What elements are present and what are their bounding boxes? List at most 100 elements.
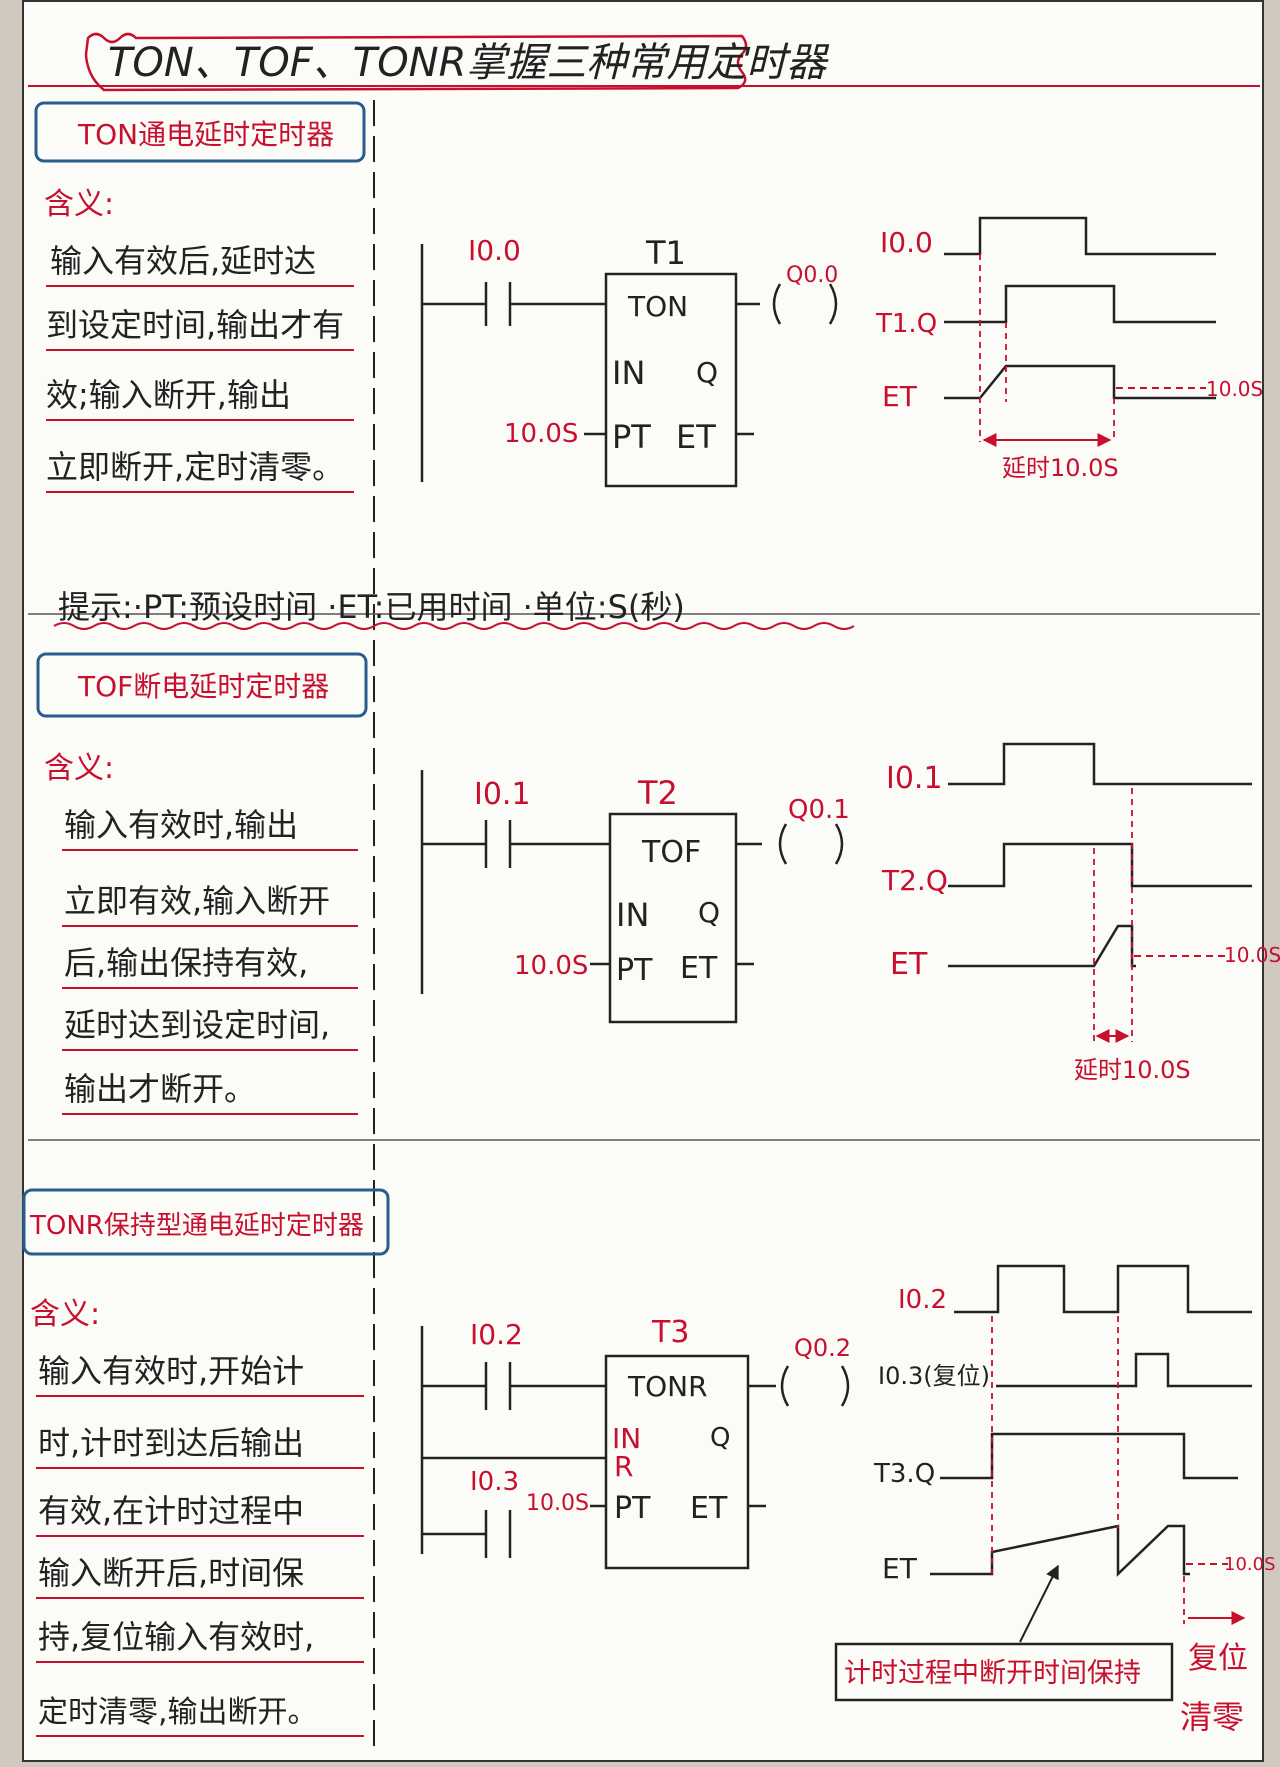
ton-pt-value: 10.0S	[504, 419, 578, 449]
waveform-in	[948, 742, 1252, 786]
tonr-sig-q: T3.Q	[873, 1459, 935, 1489]
coil-symbol	[780, 1365, 790, 1407]
notebook-sheet: TON、TOF、TONR掌握三种常用定时器 TON通电延时定时器 含义: 输入有…	[22, 0, 1280, 1762]
tonr-reset-note-2: 清零	[1180, 1698, 1244, 1736]
tonr-box-type: TONR	[627, 1370, 708, 1403]
tonr-coil-label: Q0.2	[794, 1334, 851, 1362]
coil-symbol	[840, 1365, 850, 1407]
tonr-reset-note-1: 复位	[1188, 1641, 1248, 1676]
tof-pt-value: 10.0S	[514, 951, 588, 981]
ton-pin-et: ET	[676, 418, 716, 456]
tonr-heading: TONR保持型通电延时定时器	[29, 1211, 364, 1241]
hint-underline	[53, 622, 855, 630]
tof-sig-in: I0.1	[886, 761, 943, 796]
ton-heading: TON通电延时定时器	[77, 118, 334, 151]
tonr-meaning-line: 时,计时到达后输出	[38, 1424, 304, 1462]
tonr-hold-note: 计时过程中断开时间保持	[844, 1658, 1141, 1689]
coil-symbol	[828, 283, 838, 325]
ton-meaning-line: 效;输入断开,输出	[46, 376, 291, 414]
tof-sig-q: T2.Q	[881, 864, 948, 897]
ton-meaning-line: 立即断开,定时清零。	[46, 448, 344, 486]
tonr-heading-box	[22, 1188, 390, 1256]
ton-pin-in: IN	[612, 354, 645, 392]
ton-pin-q: Q	[696, 356, 718, 389]
tonr-pin-q: Q	[710, 1423, 730, 1453]
tonr-timer-box	[604, 1354, 750, 1570]
tonr-pin-r: R	[614, 1450, 633, 1483]
tonr-pin-in: IN	[612, 1422, 641, 1455]
tof-timer-box	[608, 812, 738, 1024]
ton-pin-pt: PT	[612, 418, 651, 456]
tof-pin-in: IN	[616, 896, 649, 934]
hold-pointer-arrow	[1019, 1564, 1059, 1643]
tof-meaning-line: 延时达到设定时间,	[64, 1006, 330, 1044]
tof-contact-label: I0.1	[474, 777, 531, 812]
hint-text: 提示:·PT:预设时间 ·ET:已用时间 ·单位:S(秒)	[58, 588, 685, 626]
waveform-reset	[996, 1352, 1252, 1388]
tof-et-ref: 10.0S	[1224, 943, 1280, 967]
waveform-et	[944, 364, 1216, 400]
ton-contact-label: I0.0	[468, 234, 521, 267]
tof-box-type: TOF	[641, 835, 701, 870]
hold-note-box	[834, 1642, 1174, 1702]
tof-section: TOF断电延时定时器 含义: 输入有效时,输出 立即有效,输入断开 后,输出保持…	[36, 652, 1280, 1115]
tof-meaning-line: 后,输出保持有效,	[64, 944, 308, 982]
waveform-q	[944, 284, 1216, 324]
ton-meaning-line: 到设定时间,输出才有	[46, 306, 344, 344]
tonr-sig-et: ET	[882, 1552, 918, 1585]
ton-section: TON通电延时定时器 含义: 输入有效后,延时达 到设定时间,输出才有 效;输入…	[34, 101, 1263, 493]
tonr-sig-reset: I0.3(复位)	[878, 1362, 990, 1390]
tof-heading-box	[36, 652, 368, 718]
tof-coil-label: Q0.1	[788, 795, 850, 825]
page-title: TON、TOF、TONR掌握三种常用定时器	[108, 40, 829, 86]
tonr-contact-in-label: I0.2	[470, 1318, 523, 1351]
tonr-meaning-line: 输入断开后,时间保	[38, 1554, 304, 1592]
ton-coil-label: Q0.0	[786, 263, 838, 288]
tonr-meaning-line: 输入有效时,开始计	[38, 1352, 304, 1390]
tonr-pt-value: 10.0S	[526, 1491, 589, 1516]
coil-symbol	[778, 823, 788, 865]
waveform-in	[944, 216, 1216, 256]
coil-symbol	[772, 283, 782, 325]
waveform-q	[948, 842, 1252, 888]
timer-diagram: TON、TOF、TONR掌握三种常用定时器 TON通电延时定时器 含义: 输入有…	[22, 32, 1280, 1747]
tof-delay-label: 延时10.0S	[1074, 1056, 1191, 1084]
waveform-et	[930, 1524, 1190, 1577]
ton-sig-et: ET	[882, 380, 918, 413]
waveform-q	[940, 1432, 1238, 1480]
ton-meaning-label: 含义:	[44, 187, 114, 222]
waveform-et	[948, 924, 1136, 968]
title-banner: TON、TOF、TONR掌握三种常用定时器	[84, 32, 829, 92]
tonr-meaning-line: 持,复位输入有效时,	[38, 1618, 314, 1656]
ton-heading-box	[34, 101, 366, 163]
tonr-pin-et: ET	[690, 1491, 728, 1526]
tof-heading: TOF断电延时定时器	[77, 670, 329, 703]
tof-meaning-line: 立即有效,输入断开	[64, 882, 330, 920]
tonr-meaning-line: 有效,在计时过程中	[38, 1492, 304, 1530]
tof-pin-q: Q	[698, 896, 720, 929]
ton-box-type: TON	[627, 290, 688, 323]
ton-sig-q: T1.Q	[875, 309, 937, 339]
ton-timer-name: T1	[645, 234, 686, 272]
tof-pin-pt: PT	[616, 953, 653, 988]
tonr-contact-reset-label: I0.3	[470, 1467, 519, 1497]
coil-symbol	[834, 823, 844, 865]
tonr-section: TONR保持型通电延时定时器 含义: 输入有效时,开始计 时,计时到达后输出 有…	[22, 1188, 1276, 1737]
tonr-et-ref: 10.0S	[1224, 1554, 1276, 1575]
hint-row: 提示:·PT:预设时间 ·ET:已用时间 ·单位:S(秒)	[53, 588, 855, 630]
tof-sig-et: ET	[890, 947, 928, 982]
tof-timer-name: T2	[637, 774, 678, 812]
tonr-sig-in: I0.2	[898, 1285, 947, 1315]
tof-meaning-label: 含义:	[44, 751, 114, 786]
ton-timer-box	[604, 272, 738, 488]
tof-pin-et: ET	[680, 951, 718, 986]
tof-meaning-line: 输入有效时,输出	[64, 806, 298, 844]
tonr-timer-name: T3	[651, 1315, 689, 1350]
tonr-meaning-line: 定时清零,输出断开。	[38, 1695, 318, 1730]
ton-sig-in: I0.0	[880, 226, 933, 259]
ton-et-ref: 10.0S	[1206, 377, 1263, 401]
tonr-pin-pt: PT	[614, 1491, 651, 1526]
tonr-meaning-label: 含义:	[30, 1297, 100, 1332]
waveform-in	[954, 1264, 1252, 1314]
tof-meaning-line: 输出才断开。	[64, 1070, 256, 1108]
